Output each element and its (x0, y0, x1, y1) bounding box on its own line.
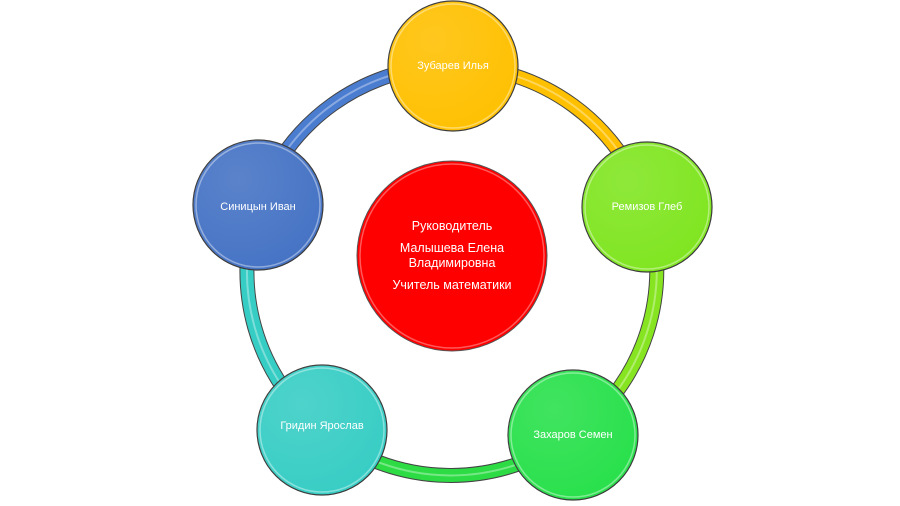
member-circle-gloss (582, 142, 712, 272)
member-label: Захаров Семен (533, 429, 613, 441)
leader-name-line2: Владимировна (408, 256, 496, 270)
member-circle-gloss (193, 140, 323, 270)
member-node (256, 364, 388, 496)
member-circle-gloss (508, 370, 638, 500)
member-node (192, 139, 324, 271)
leader-label: Руководитель Малышева Елена Владимировна… (357, 219, 547, 293)
member-label: Зубарев Илья (417, 60, 489, 72)
leader-position: Учитель математики (392, 278, 512, 292)
leader-circle (356, 160, 548, 352)
member-label: Ремизов Глеб (611, 201, 683, 213)
member-node (507, 369, 639, 501)
leader-role: Руководитель (411, 219, 493, 233)
member-circle-gloss (257, 365, 387, 495)
leader-name-line1: Малышева Елена (399, 241, 505, 255)
leader-circle-rim (359, 163, 545, 349)
member-node (387, 0, 519, 132)
member-label: Синицын Иван (220, 201, 296, 213)
member-node (581, 141, 713, 273)
member-circle-gloss (388, 1, 518, 131)
member-label: Гридин Ярослав (280, 420, 364, 432)
